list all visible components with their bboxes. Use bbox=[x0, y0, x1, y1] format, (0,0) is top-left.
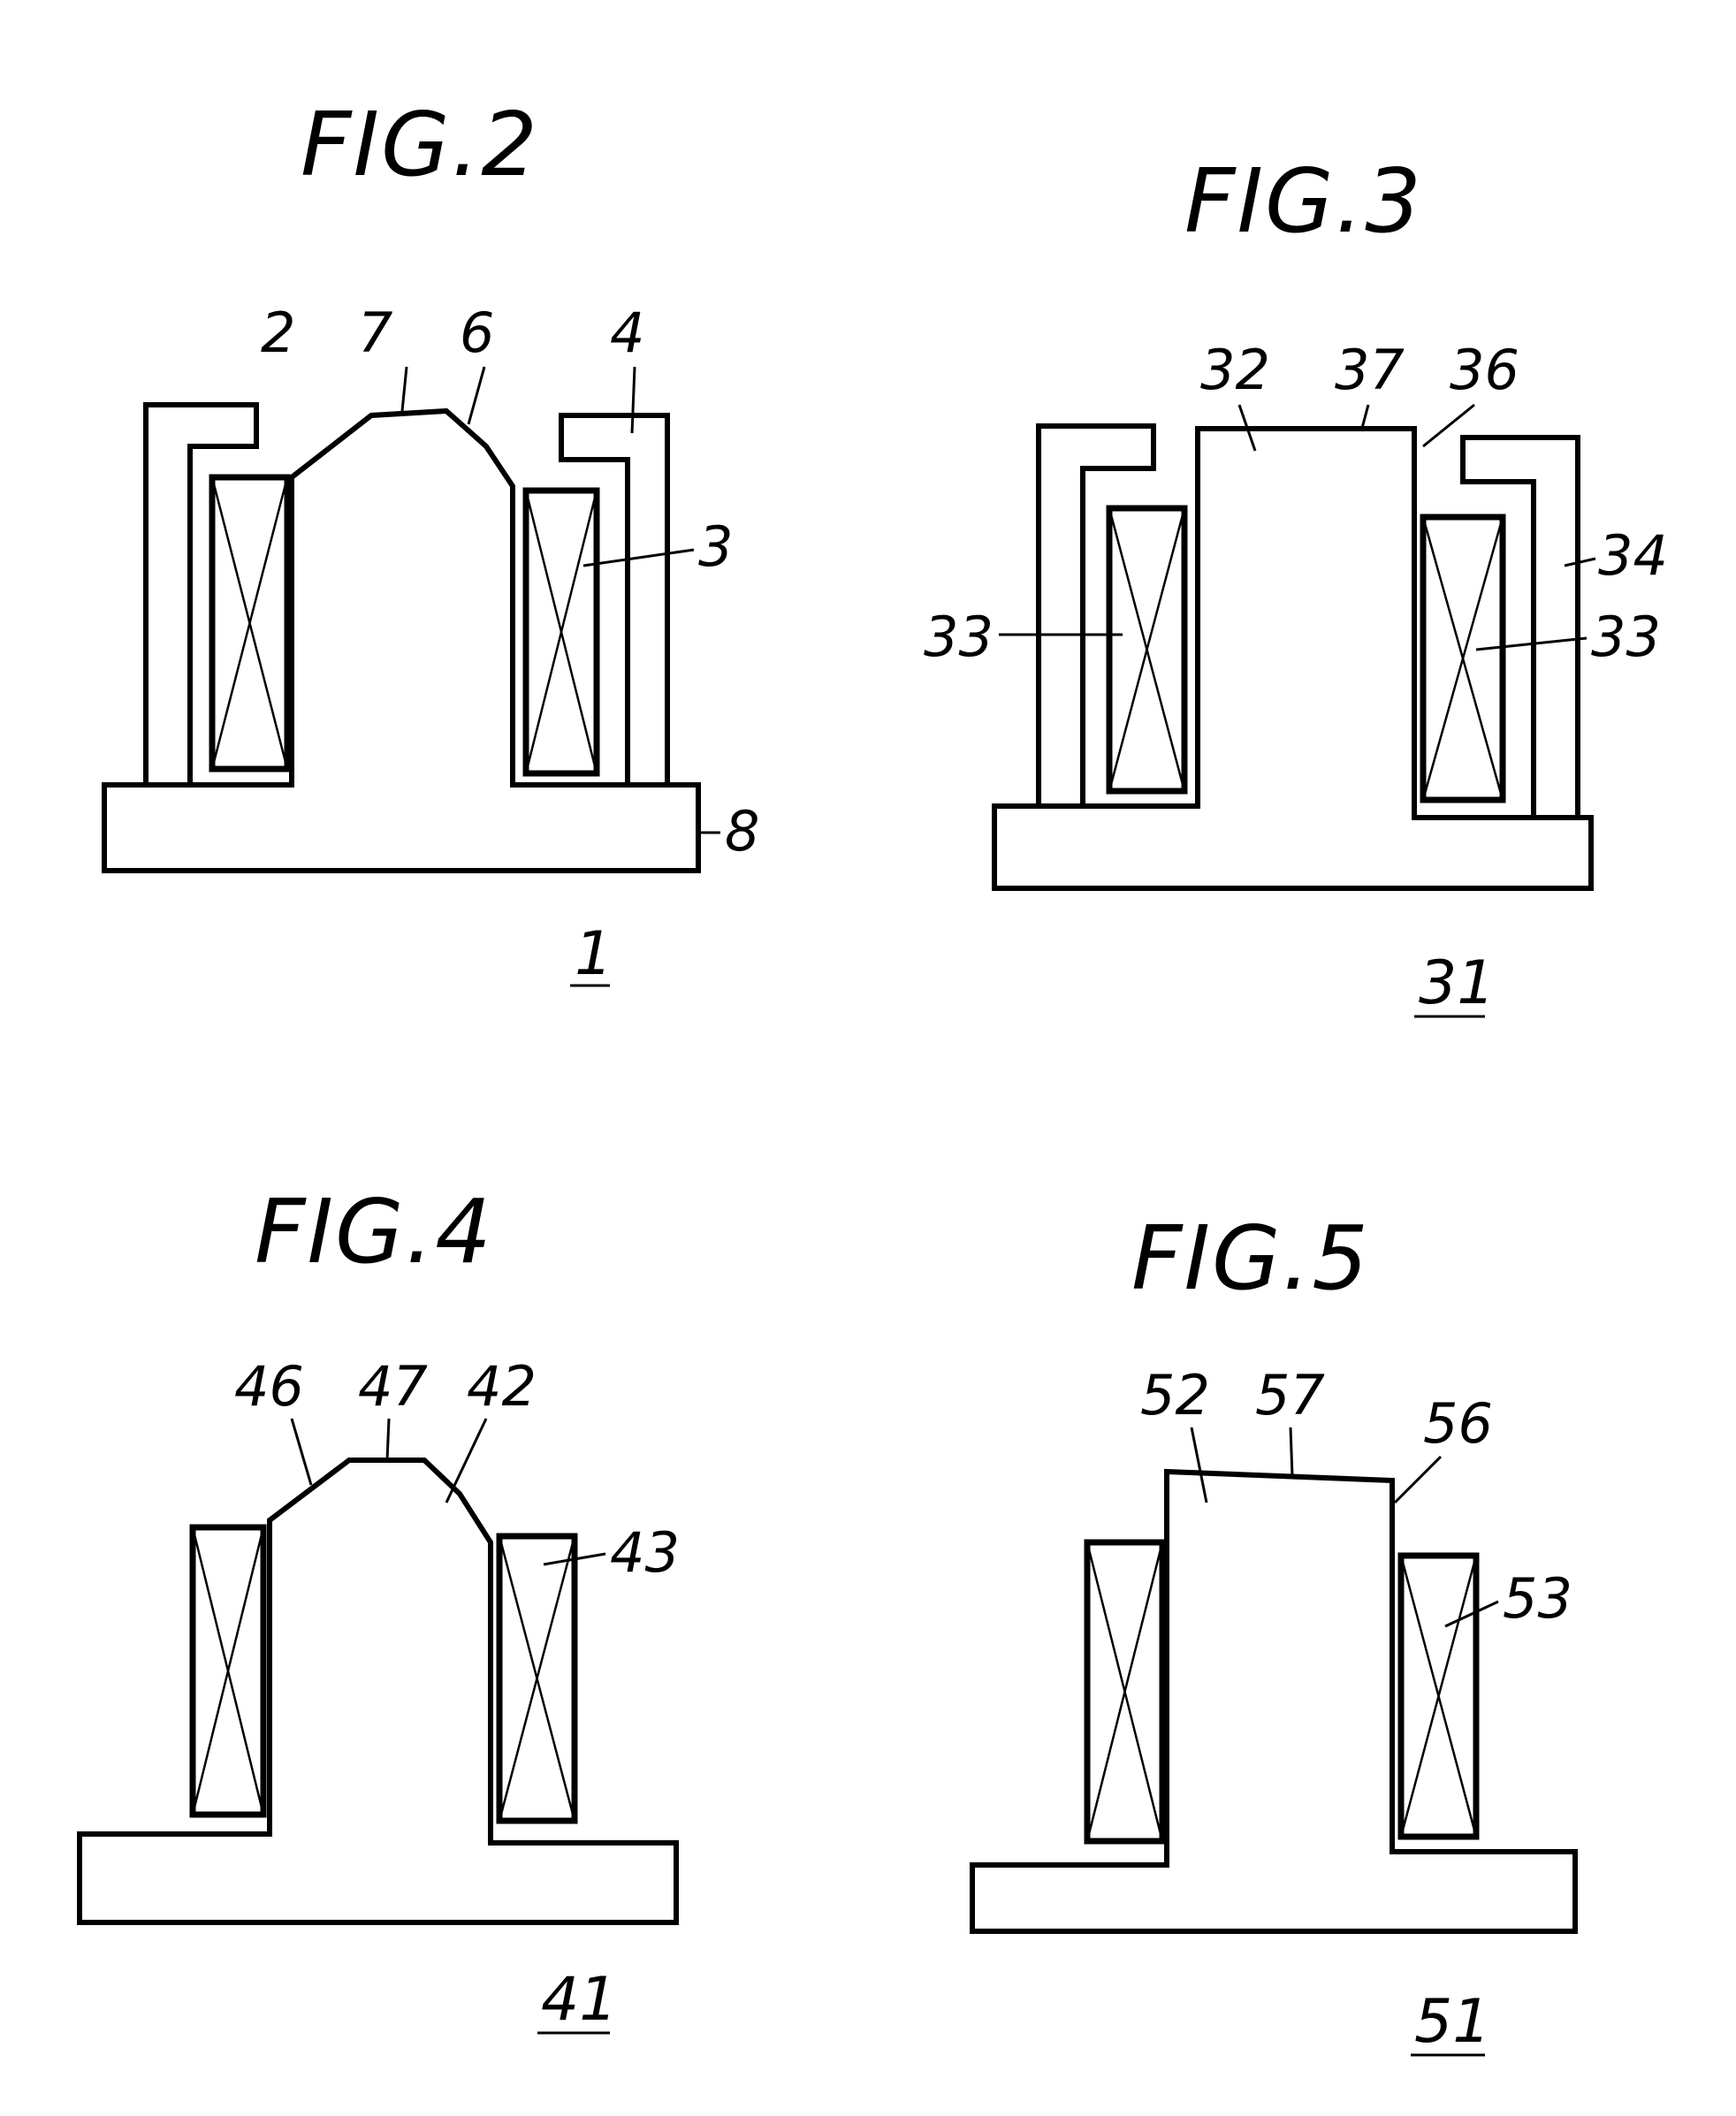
fig5-base-and-core bbox=[970, 1468, 1578, 1934]
fig3-yoke-left bbox=[1036, 423, 1156, 809]
fig2-coil-left bbox=[209, 474, 291, 773]
fig3-label-34: 34 bbox=[1598, 523, 1668, 588]
fig2-label-6: 6 bbox=[460, 301, 494, 365]
fig5-coil-right bbox=[1397, 1552, 1480, 1840]
fig4-coil-left bbox=[189, 1524, 267, 1818]
fig2-label-4: 4 bbox=[610, 301, 644, 365]
fig3-figure-number: 31 bbox=[1419, 948, 1496, 1018]
fig2-label-7: 7 bbox=[358, 301, 392, 365]
figure-3-title: FIG.3 bbox=[1184, 149, 1423, 253]
fig3-yoke-right bbox=[1460, 435, 1580, 820]
fig4-label-43: 43 bbox=[610, 1520, 680, 1585]
fig2-label-8: 8 bbox=[725, 799, 759, 864]
fig5-figure-number: 51 bbox=[1414, 1987, 1491, 2057]
fig3-label-36: 36 bbox=[1450, 338, 1519, 402]
fig5-label-57: 57 bbox=[1255, 1363, 1325, 1427]
fig2-base-and-core bbox=[102, 407, 701, 873]
fig4-coil-right bbox=[496, 1533, 578, 1824]
figure-4: FIG.4 46 47 42 43 41 bbox=[77, 1180, 680, 2035]
fig4-figure-number: 41 bbox=[541, 1965, 618, 2035]
fig3-label-33-left: 33 bbox=[924, 605, 994, 669]
fig3-base-and-core bbox=[992, 426, 1594, 891]
figure-4-title: FIG.4 bbox=[255, 1180, 493, 1283]
fig3-coil-left bbox=[1106, 505, 1188, 795]
fig2-yoke-left bbox=[143, 402, 259, 788]
fig2-figure-number: 1 bbox=[575, 919, 613, 989]
fig2-label-2: 2 bbox=[261, 301, 295, 365]
fig5-coil-left bbox=[1084, 1539, 1166, 1845]
fig4-base-and-core bbox=[77, 1458, 679, 1925]
figure-5-title: FIG.5 bbox=[1131, 1206, 1370, 1310]
fig3-label-37: 37 bbox=[1335, 338, 1405, 402]
fig5-label-52: 52 bbox=[1140, 1363, 1210, 1427]
fig3-label-32: 32 bbox=[1200, 338, 1270, 402]
figure-2-title: FIG.2 bbox=[301, 93, 539, 196]
figure-2: FIG.2 2 7 6 4 3 8 1 bbox=[102, 93, 759, 989]
fig2-coil-right bbox=[522, 487, 600, 777]
fig4-label-47: 47 bbox=[358, 1354, 428, 1419]
fig2-label-3: 3 bbox=[698, 514, 733, 579]
fig5-label-53: 53 bbox=[1503, 1566, 1572, 1631]
figure-5: FIG.5 52 57 56 53 51 bbox=[970, 1206, 1578, 2057]
fig3-label-33-right: 33 bbox=[1591, 605, 1661, 669]
fig3-coil-right bbox=[1420, 514, 1506, 803]
fig5-label-56: 56 bbox=[1423, 1391, 1493, 1456]
fig4-label-46: 46 bbox=[234, 1354, 304, 1419]
fig4-label-42: 42 bbox=[467, 1354, 537, 1419]
fig2-yoke-right bbox=[559, 413, 670, 788]
figure-3: FIG.3 32 37 36 34 33 33 31 bbox=[924, 149, 1668, 1018]
